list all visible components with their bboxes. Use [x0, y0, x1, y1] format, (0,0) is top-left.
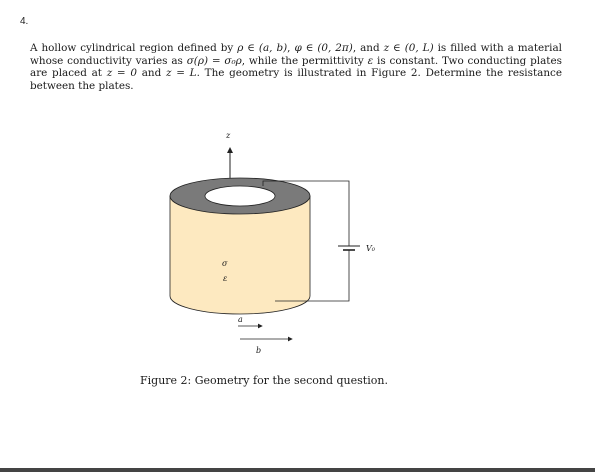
conductivity-expression: σ(ρ) = σ₀ρ	[186, 54, 242, 67]
problem-text-comma-1: ,	[287, 42, 295, 54]
bottom-wire	[275, 250, 350, 302]
problem-text-1: A hollow cylindrical region defined by	[30, 42, 238, 54]
problem-text-and: , and	[352, 42, 384, 54]
inner-radius-label: a	[238, 315, 243, 324]
sigma-label: σ	[222, 259, 228, 268]
problem-text-6: . The geometry is illustrated in Figure …	[30, 67, 562, 92]
bottom-border	[0, 468, 595, 472]
plate-zL: z = L	[166, 67, 197, 80]
phi-range: φ ∈ (0, 2π)	[294, 42, 353, 54]
problem-text-4: is constant. Two conducting plates are p…	[30, 54, 562, 80]
cylinder-body	[169, 195, 311, 315]
top-wire	[262, 180, 350, 246]
outer-radius-label: b	[256, 346, 261, 355]
z-axis-label: z	[225, 131, 231, 140]
problem-text-5: and	[136, 67, 167, 80]
plate-z0: z = 0	[106, 67, 137, 80]
problem-text-2: is filled with a material whose conducti…	[30, 42, 562, 67]
epsilon-label: ε	[223, 274, 227, 283]
permittivity-symbol: ε	[367, 54, 374, 67]
inner-hole	[204, 185, 276, 207]
figure-caption: Figure 2: Geometry for the second questi…	[140, 374, 388, 387]
problem-text-3: , while the permittivity	[241, 54, 368, 67]
z-range: z ∈ (0, L)	[383, 42, 434, 54]
problem-statement: A hollow cylindrical region defined by ρ…	[30, 42, 562, 92]
question-number: 4.	[20, 16, 29, 27]
rho-range: ρ ∈ (a, b)	[237, 42, 288, 54]
voltage-label: V₀	[366, 244, 376, 253]
